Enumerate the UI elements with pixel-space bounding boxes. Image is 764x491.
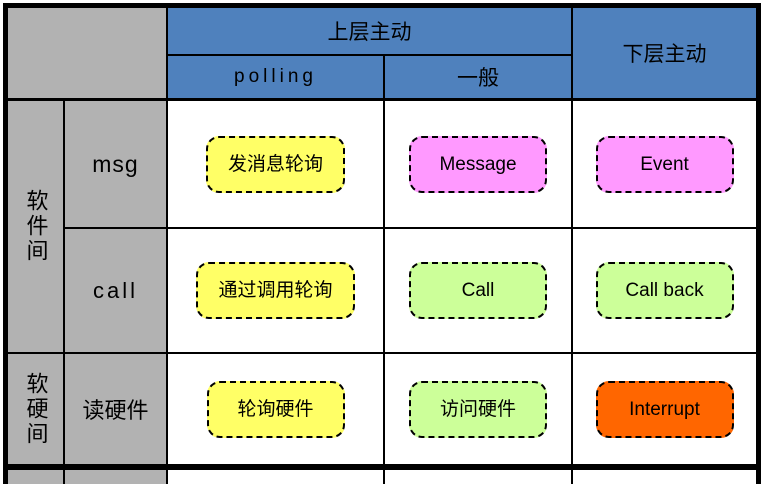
box-hw-polling-label: 轮询硬件 — [237, 398, 314, 420]
header-col-general: 一般 — [385, 56, 573, 101]
box-hw-access-label: 访问硬件 — [439, 398, 516, 420]
cell-msg-polling: 发消息轮询 — [168, 101, 385, 229]
box-msg-polling: 发消息轮询 — [205, 135, 345, 193]
box-hw-access: 访问硬件 — [409, 380, 547, 438]
box-call: Call — [409, 262, 547, 319]
row-label-call-text: call — [92, 277, 138, 303]
header-col-general-label: 一般 — [457, 67, 499, 90]
header-col-polling: polling — [168, 56, 385, 101]
row-group-software: 软件间 — [8, 101, 65, 354]
row-group-software-label: 软件间 — [23, 189, 49, 264]
box-interrupt: Interrupt — [595, 380, 734, 438]
cell-call-lower: Call back — [573, 229, 756, 354]
row-label-read-hardware: 读硬件 — [65, 354, 168, 470]
cropped-row-cell — [385, 470, 573, 484]
interaction-matrix-table: 上层主动 下层主动 polling 一般 软件间 msg 发消息轮询 — [8, 8, 756, 484]
cropped-row-cell — [8, 470, 65, 484]
row-group-software-hardware: 软硬间 — [8, 354, 65, 470]
cell-hw-polling: 轮询硬件 — [168, 354, 385, 470]
row-label-msg-text: msg — [92, 150, 139, 177]
cropped-row-cell — [573, 470, 756, 484]
row-label-read-hardware-text: 读硬件 — [82, 398, 149, 423]
row-group-software-hardware-label: 软硬间 — [23, 371, 49, 447]
table-outer-border: 上层主动 下层主动 polling 一般 软件间 msg 发消息轮询 — [3, 3, 761, 484]
header-upper-layer-active-label: 上层主动 — [327, 21, 412, 44]
box-message-label: Message — [439, 153, 517, 175]
cell-msg-lower: Event — [573, 101, 756, 229]
header-lower-layer-active-label: 下层主动 — [622, 43, 707, 66]
cell-hw-lower: Interrupt — [573, 354, 756, 470]
header-lower-layer-active: 下层主动 — [573, 8, 756, 101]
cell-call-polling: 通过调用轮询 — [168, 229, 385, 354]
row-label-msg: msg — [65, 101, 168, 229]
box-call-polling: 通过调用轮询 — [196, 262, 355, 319]
header-col-polling-label: polling — [234, 66, 317, 87]
box-event-label: Event — [640, 153, 689, 175]
cropped-row-cell — [65, 470, 168, 484]
box-call-back: Call back — [595, 262, 734, 319]
cropped-row-cell — [168, 470, 385, 484]
box-message: Message — [409, 135, 547, 193]
box-msg-polling-label: 发消息轮询 — [227, 153, 323, 175]
header-upper-layer-active: 上层主动 — [168, 8, 573, 56]
box-interrupt-label: Interrupt — [629, 398, 700, 420]
box-hw-polling: 轮询硬件 — [206, 380, 345, 438]
corner-cell — [8, 8, 168, 101]
row-label-call: call — [65, 229, 168, 354]
box-event: Event — [595, 135, 734, 193]
cell-hw-general: 访问硬件 — [385, 354, 573, 470]
box-call-label: Call — [461, 280, 495, 301]
cell-msg-general: Message — [385, 101, 573, 229]
box-call-polling-label: 通过调用轮询 — [218, 280, 333, 301]
box-call-back-label: Call back — [625, 280, 704, 301]
cell-call-general: Call — [385, 229, 573, 354]
